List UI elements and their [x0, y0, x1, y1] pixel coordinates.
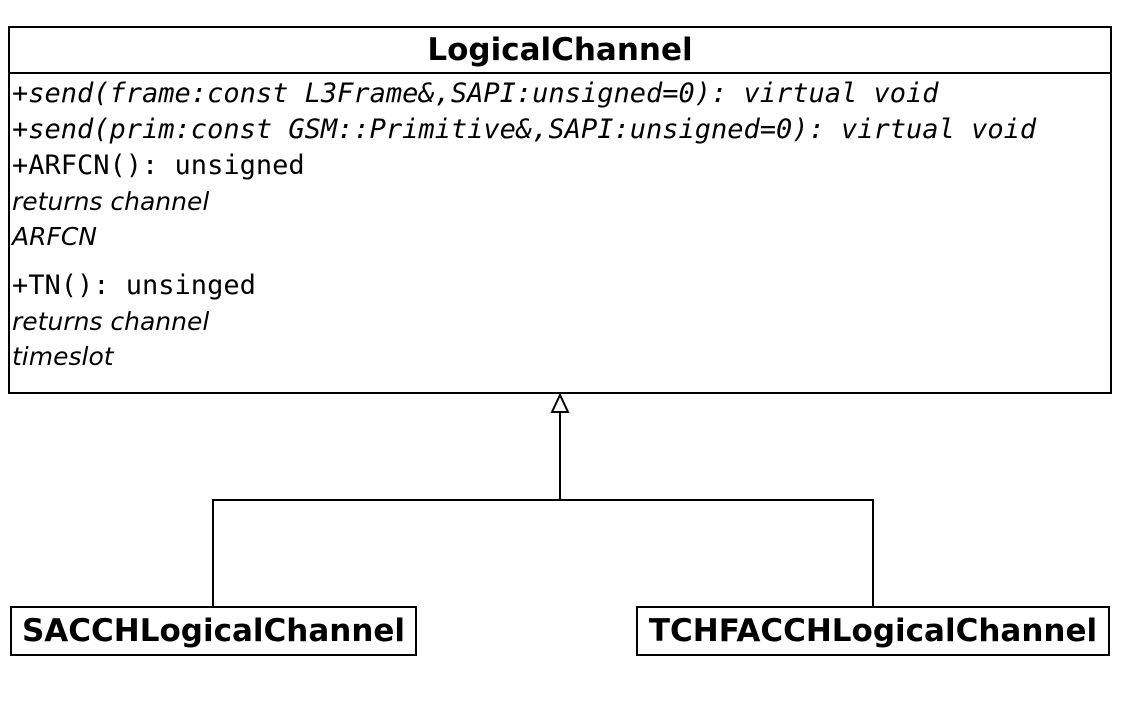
member-arfcn-desc-line1: returns channel: [12, 187, 210, 216]
member-send-frame: +send(frame:const L3Frame&,SAPI:unsigned…: [12, 78, 939, 109]
class-name: TCHFACCHLogicalChannel: [648, 613, 1098, 649]
member-arfcn-desc-line2: ARFCN: [12, 222, 98, 251]
class-box-tchfacchlogicalchannel[interactable]: TCHFACCHLogicalChannel: [636, 606, 1110, 656]
member-tn-desc-line2: timeslot: [12, 342, 114, 371]
member-arfcn: +ARFCN(): unsigned: [12, 150, 305, 181]
connector-right-child: [560, 499, 874, 606]
class-name: SACCHLogicalChannel: [21, 613, 406, 649]
class-box-logicalchannel[interactable]: LogicalChannel +send(frame:const L3Frame…: [8, 26, 1112, 394]
generalization-arrowhead-icon: [550, 392, 570, 413]
member-tn: +TN(): unsinged: [12, 270, 256, 301]
connector-left-child: [212, 499, 560, 606]
class-name: LogicalChannel: [10, 28, 1110, 74]
class-box-sacchlogicalchannel[interactable]: SACCHLogicalChannel: [10, 606, 417, 656]
member-send-prim: +send(prim:const GSM::Primitive&,SAPI:un…: [12, 114, 1037, 145]
member-spacer: [12, 254, 1110, 268]
class-members: +send(frame:const L3Frame&,SAPI:unsigned…: [10, 74, 1110, 374]
member-tn-desc-line1: returns channel: [12, 307, 210, 336]
